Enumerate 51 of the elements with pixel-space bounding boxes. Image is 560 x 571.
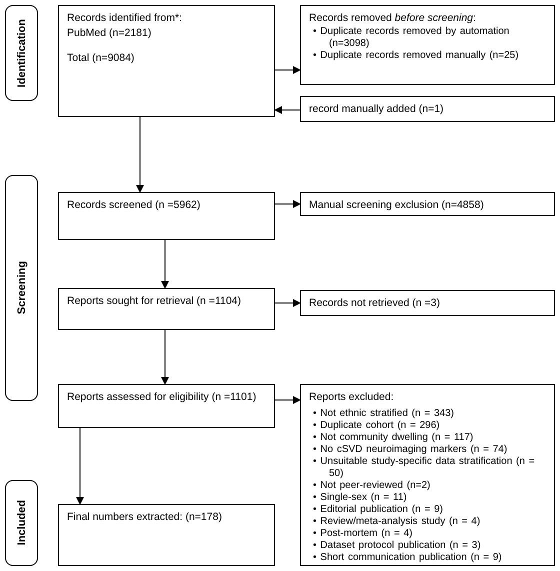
arrow — [274, 299, 301, 307]
box-text: Records not retrieved (n =3) — [309, 297, 442, 310]
phase-label: Screening — [16, 261, 28, 315]
arrow — [274, 106, 300, 114]
box-heading: Reports excluded: — [309, 391, 395, 404]
phase-band — [5, 175, 38, 401]
phase-label: Included — [16, 500, 28, 546]
process-box — [300, 5, 555, 85]
phase-band — [5, 5, 38, 101]
phase-label: Identification — [16, 18, 28, 88]
box-text: Records screened (n =5962) — [67, 199, 202, 212]
arrow — [274, 66, 301, 74]
process-box — [58, 384, 275, 428]
bullet-item: • Review/meta-analysis study (n = 4) — [313, 516, 482, 528]
process-box — [58, 5, 275, 117]
arrow — [161, 240, 169, 289]
bullet-item: • Not peer-reviewed (n=2) — [313, 480, 432, 492]
box-text: record manually added (n=1) — [309, 103, 445, 116]
box-text: Reports sought for retrieval (n =1104) — [67, 295, 242, 308]
bullet-item: • Not ethnic stratified (n = 343) — [313, 408, 455, 420]
box-text: Final numbers extracted: (n=178) — [67, 511, 223, 524]
process-box — [300, 384, 555, 566]
phase-band — [5, 480, 38, 566]
bullet-item: • Duplicate records removed by automation (n=3098) — [313, 26, 510, 50]
arrow — [161, 330, 169, 385]
arrow — [76, 428, 84, 505]
bullet-item: • Dataset protocol publication (n = 3) — [313, 540, 482, 552]
box-text: Manual screening exclusion (n=4858) — [309, 199, 485, 212]
process-box — [58, 504, 275, 566]
arrow — [274, 200, 301, 208]
bullet-item: • Duplicate cohort (n = 296) — [313, 420, 441, 432]
bullet-item: • Single-sex (n = 11) — [313, 492, 408, 504]
box-text: Total (n=9084) — [67, 52, 136, 66]
box-text: PubMed (n=2181) — [67, 27, 152, 40]
process-box — [300, 290, 555, 316]
bullet-item: • No cSVD neuroimaging markers (n = 74) — [313, 444, 508, 456]
bullet-item: • Editorial publication (n = 9) — [313, 504, 444, 516]
process-box — [58, 288, 275, 330]
bullet-item: • Duplicate records removed manually (n=25) — [313, 50, 520, 62]
box-heading: Records removed before screening: — [309, 12, 477, 26]
bullet-item: • Post-mortem (n = 4) — [313, 528, 414, 540]
process-box — [300, 96, 555, 122]
box-text: Reports assessed for eligibility (n =1101) — [67, 391, 258, 404]
box-text: Records identified from*: — [67, 12, 183, 26]
arrow — [274, 396, 301, 404]
bullet-item: • Short communication publication (n = 9) — [313, 552, 503, 564]
bullet-item: • Unsuitable study-specific data stratification (n = 50) — [313, 456, 536, 480]
bullet-item: • Not community dwelling (n = 117) — [313, 432, 474, 444]
process-box — [300, 192, 555, 216]
process-box — [58, 192, 275, 240]
arrow — [136, 116, 144, 193]
